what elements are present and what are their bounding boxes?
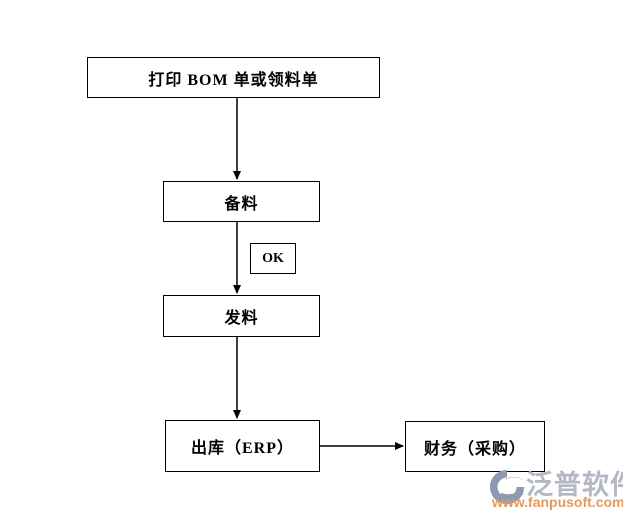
node-ok-condition: OK (250, 243, 296, 274)
fanpu-logo-icon (489, 469, 525, 505)
node-print-bom: 打印 BOM 单或领料单 (87, 57, 380, 98)
node-issue-material: 发料 (163, 295, 320, 337)
watermark: 泛普软件 www.fanpusoft.com (488, 465, 623, 513)
watermark-url-text: www.fanpusoft.com (492, 494, 623, 510)
node-finance-purchase: 财务（采购） (405, 421, 545, 472)
node-outbound-erp: 出库（ERP） (165, 420, 320, 472)
node-prepare-material: 备料 (163, 181, 320, 222)
watermark-brand-text: 泛普软件 (526, 470, 623, 500)
